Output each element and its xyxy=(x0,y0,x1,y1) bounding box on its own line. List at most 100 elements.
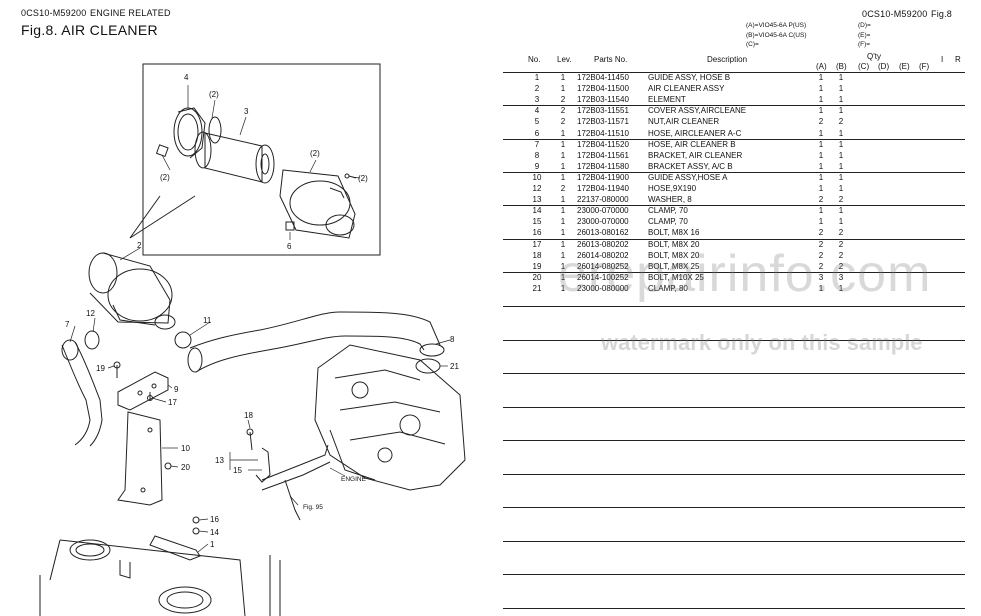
table-cell-no: 1 xyxy=(534,73,540,82)
legend-b: (B)=VIO45-6A C(US) xyxy=(746,31,807,39)
clamp-14-drawing xyxy=(174,331,192,349)
table-cell-b: 2 xyxy=(838,195,844,205)
table-cell-lev: 1 xyxy=(560,161,566,171)
engine-drawing xyxy=(314,344,466,491)
callout-4: 4 xyxy=(184,73,189,82)
table-cell-a: 1 xyxy=(818,106,824,116)
table-cell-no: 10 xyxy=(532,172,542,182)
figure-ref: Fig.8 xyxy=(931,9,953,19)
table-cell-part: 26014-080252 xyxy=(577,261,629,271)
qty-col-e: (E) xyxy=(899,62,910,71)
bolt-20-drawing xyxy=(164,462,172,470)
callout-5: 6 xyxy=(287,242,292,251)
table-cell-lev: 1 xyxy=(560,172,566,182)
callout-13: 14 xyxy=(210,528,219,537)
table-cell-lev: 1 xyxy=(560,228,566,238)
table-cell-b: 2 xyxy=(838,239,844,249)
qty-col-f: (F) xyxy=(919,62,930,71)
table-cell-a: 2 xyxy=(818,117,824,127)
table-cell-desc: ELEMENT xyxy=(648,95,686,105)
table-cell-desc: HOSE,9X190 xyxy=(648,184,697,193)
table-cell-lev: 1 xyxy=(560,272,566,282)
table-cell-part: 26014-080202 xyxy=(577,250,629,260)
exploded-diagram: 4 (2) 3 (2) (2) (2) 6 2 7 12 11 8 21 19 … xyxy=(39,63,466,616)
table-cell-lev: 1 xyxy=(560,73,566,82)
table-cell-no: 2 xyxy=(534,84,540,94)
table-cell-a: 1 xyxy=(818,283,824,293)
table-cell-a: 1 xyxy=(818,217,824,227)
table-cell-desc: BOLT, M8X 20 xyxy=(648,239,700,249)
callout-3: 3 xyxy=(244,107,249,116)
hose-12-drawing xyxy=(255,447,271,483)
callout-1: 1 xyxy=(210,540,215,549)
callout-20: 20 xyxy=(181,463,190,472)
callout-2d: (2) xyxy=(358,174,368,183)
table-cell-b: 1 xyxy=(838,139,844,149)
table-cell-part: 172B04-11500 xyxy=(577,84,629,94)
callout-16: 16 xyxy=(210,515,219,524)
table-cell-lev: 1 xyxy=(560,261,566,271)
hose-6-drawing xyxy=(61,344,91,446)
table-cell-desc: HOSE, AIR CLEANER B xyxy=(648,139,736,149)
table-cell-desc: BOLT, M8X 16 xyxy=(648,228,700,238)
table-cell-part: 26013-080162 xyxy=(577,228,629,238)
cover-drawing xyxy=(155,107,222,159)
table-group-rule xyxy=(503,271,965,273)
table-cell-lev: 1 xyxy=(560,139,566,149)
table-cell-no: 19 xyxy=(532,261,542,271)
empty-row-rule xyxy=(503,473,965,475)
table-cell-no: 3 xyxy=(534,95,540,105)
hose-7-drawing xyxy=(189,311,441,349)
col-header-no: No. xyxy=(528,55,541,64)
table-cell-b: 1 xyxy=(838,128,844,138)
clamp-15-drawing xyxy=(84,330,100,350)
empty-row-rule xyxy=(503,607,965,609)
table-cell-b: 1 xyxy=(838,95,844,105)
table-cell-part: 172B04-11900 xyxy=(577,172,629,182)
leader-lines xyxy=(69,85,451,553)
table-group-rule xyxy=(503,205,965,207)
table-cell-desc: BRACKET ASSY, A/C B xyxy=(648,161,733,171)
table-cell-a: 1 xyxy=(818,95,824,105)
col-header-i: I xyxy=(941,55,944,64)
callout-2a: (2) xyxy=(209,90,219,99)
table-cell-a: 1 xyxy=(818,139,824,149)
table-cell-part: 172B04-11510 xyxy=(577,128,629,138)
table-cell-lev: 1 xyxy=(560,250,566,260)
tank-drawing xyxy=(39,539,281,616)
fig-95-ref: Fig. 95 xyxy=(303,504,323,511)
table-cell-lev: 1 xyxy=(560,128,566,138)
table-cell-no: 21 xyxy=(532,283,542,293)
col-header-lev: Lev. xyxy=(557,55,572,64)
qty-col-c: (C) xyxy=(858,62,870,71)
table-cell-no: 17 xyxy=(532,239,542,249)
table-cell-b: 3 xyxy=(838,272,844,282)
table-cell-a: 2 xyxy=(818,228,824,238)
table-cell-part: 23000-070000 xyxy=(577,217,629,227)
table-cell-no: 12 xyxy=(532,184,542,193)
bolt-16-drawing xyxy=(192,516,200,524)
callout-7: 8 xyxy=(450,335,455,344)
table-cell-no: 5 xyxy=(534,117,540,127)
table-cell-a: 2 xyxy=(818,261,824,271)
table-cell-no: 8 xyxy=(534,150,540,160)
legend-c: (C)= xyxy=(746,41,759,48)
table-cell-part: 172B04-11940 xyxy=(577,184,629,193)
table-cell-desc: GUIDE ASSY, HOSE B xyxy=(648,73,731,82)
table-group-rule xyxy=(503,105,965,107)
table-cell-b: 2 xyxy=(838,117,844,127)
table-cell-no: 14 xyxy=(532,206,542,216)
watermark-notice: watermark only on this sample xyxy=(601,330,923,355)
table-cell-no: 7 xyxy=(534,139,540,149)
engine-label: ENGINE xyxy=(341,476,367,483)
callout-17: 17 xyxy=(168,398,177,407)
table-cell-desc: WASHER, 8 xyxy=(648,195,692,205)
legend-f: (F)= xyxy=(858,41,871,48)
table-cell-b: 2 xyxy=(838,228,844,238)
table-cell-desc: HOSE, AIRCLEANER A-C xyxy=(648,128,742,138)
table-cell-b: 1 xyxy=(838,161,844,171)
housing-drawing xyxy=(279,169,357,239)
table-cell-a: 2 xyxy=(818,195,824,205)
element-drawing xyxy=(194,131,275,184)
table-cell-desc: CLAMP, 80 xyxy=(648,283,688,293)
